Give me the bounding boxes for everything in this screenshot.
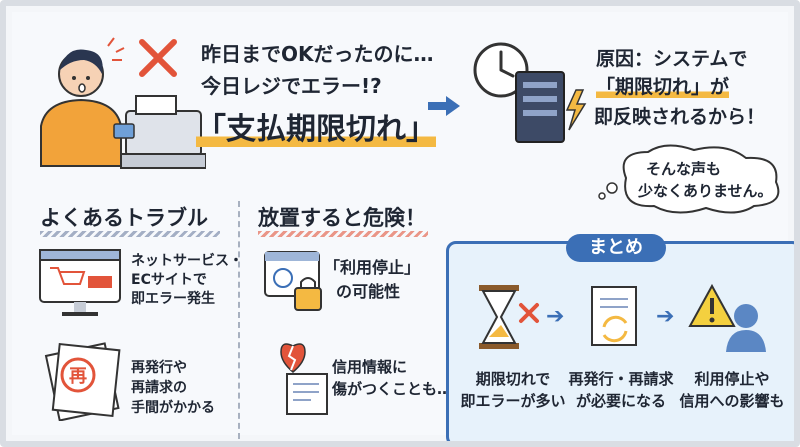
stamp-label: 再 bbox=[69, 366, 87, 387]
danger-title-underline bbox=[258, 231, 428, 237]
danger-item2: 信用情報に 傷がつくことも… bbox=[332, 358, 453, 398]
trouble-title: よくあるトラブル bbox=[40, 206, 208, 230]
warning-user-icon bbox=[688, 283, 766, 352]
hourglass-icon bbox=[479, 285, 539, 349]
stamp-document-icon: 再 bbox=[44, 342, 121, 421]
arrow-right-icon bbox=[428, 96, 460, 116]
monitor-cart-icon bbox=[39, 249, 121, 316]
server-icon bbox=[515, 71, 565, 143]
top-line1: 昨日までOKだったのに… bbox=[201, 42, 434, 66]
section-divider bbox=[238, 201, 240, 439]
trouble-title-underline bbox=[40, 231, 220, 237]
trouble-item1: ネットサービス・ ECサイトで 即エラー発生 bbox=[131, 253, 243, 307]
danger-title: 放置すると危険！ bbox=[258, 206, 426, 230]
danger-item1: 「利用停止」 の可能性 bbox=[324, 258, 421, 301]
trouble-item2: 再発行や 再請求の 手間がかかる bbox=[131, 360, 215, 416]
bubble-line1: そんな声も bbox=[646, 160, 722, 178]
summary-title: まとめ bbox=[566, 234, 666, 262]
clock-icon bbox=[473, 42, 529, 98]
x-mark-icon bbox=[139, 39, 177, 77]
error-emphasis: 「支払期限切れ」 bbox=[196, 112, 436, 147]
broken-heart-document-icon bbox=[280, 343, 328, 415]
speech-bubble-icon bbox=[598, 144, 780, 214]
browser-lock-icon bbox=[264, 251, 322, 311]
top-line2: 今日レジでエラー!? bbox=[201, 74, 382, 98]
person-icon bbox=[40, 37, 125, 167]
bubble-line2: 少なくありません。 bbox=[638, 182, 773, 200]
document-refresh-icon bbox=[591, 286, 637, 346]
summary-col2: 再発行・再請求 が必要になる bbox=[568, 370, 674, 410]
clock-server-illustration bbox=[473, 42, 587, 143]
arrow-right-icon: ➔ bbox=[546, 304, 565, 329]
summary-col3: 利用停止や 信用への影響も bbox=[679, 370, 785, 410]
cause-line3: 即反映されるから！ bbox=[594, 106, 766, 128]
cause-title: 原因：システムで bbox=[596, 48, 748, 70]
lightning-icon bbox=[565, 89, 587, 131]
summary-col1: 期限切れで 即エラーが多い bbox=[460, 370, 566, 410]
arrow-right-icon: ➔ bbox=[656, 304, 675, 329]
person-register-illustration bbox=[40, 37, 206, 169]
cash-register-icon bbox=[113, 95, 206, 169]
cause-line2: 「期限切れ」が bbox=[596, 76, 730, 98]
